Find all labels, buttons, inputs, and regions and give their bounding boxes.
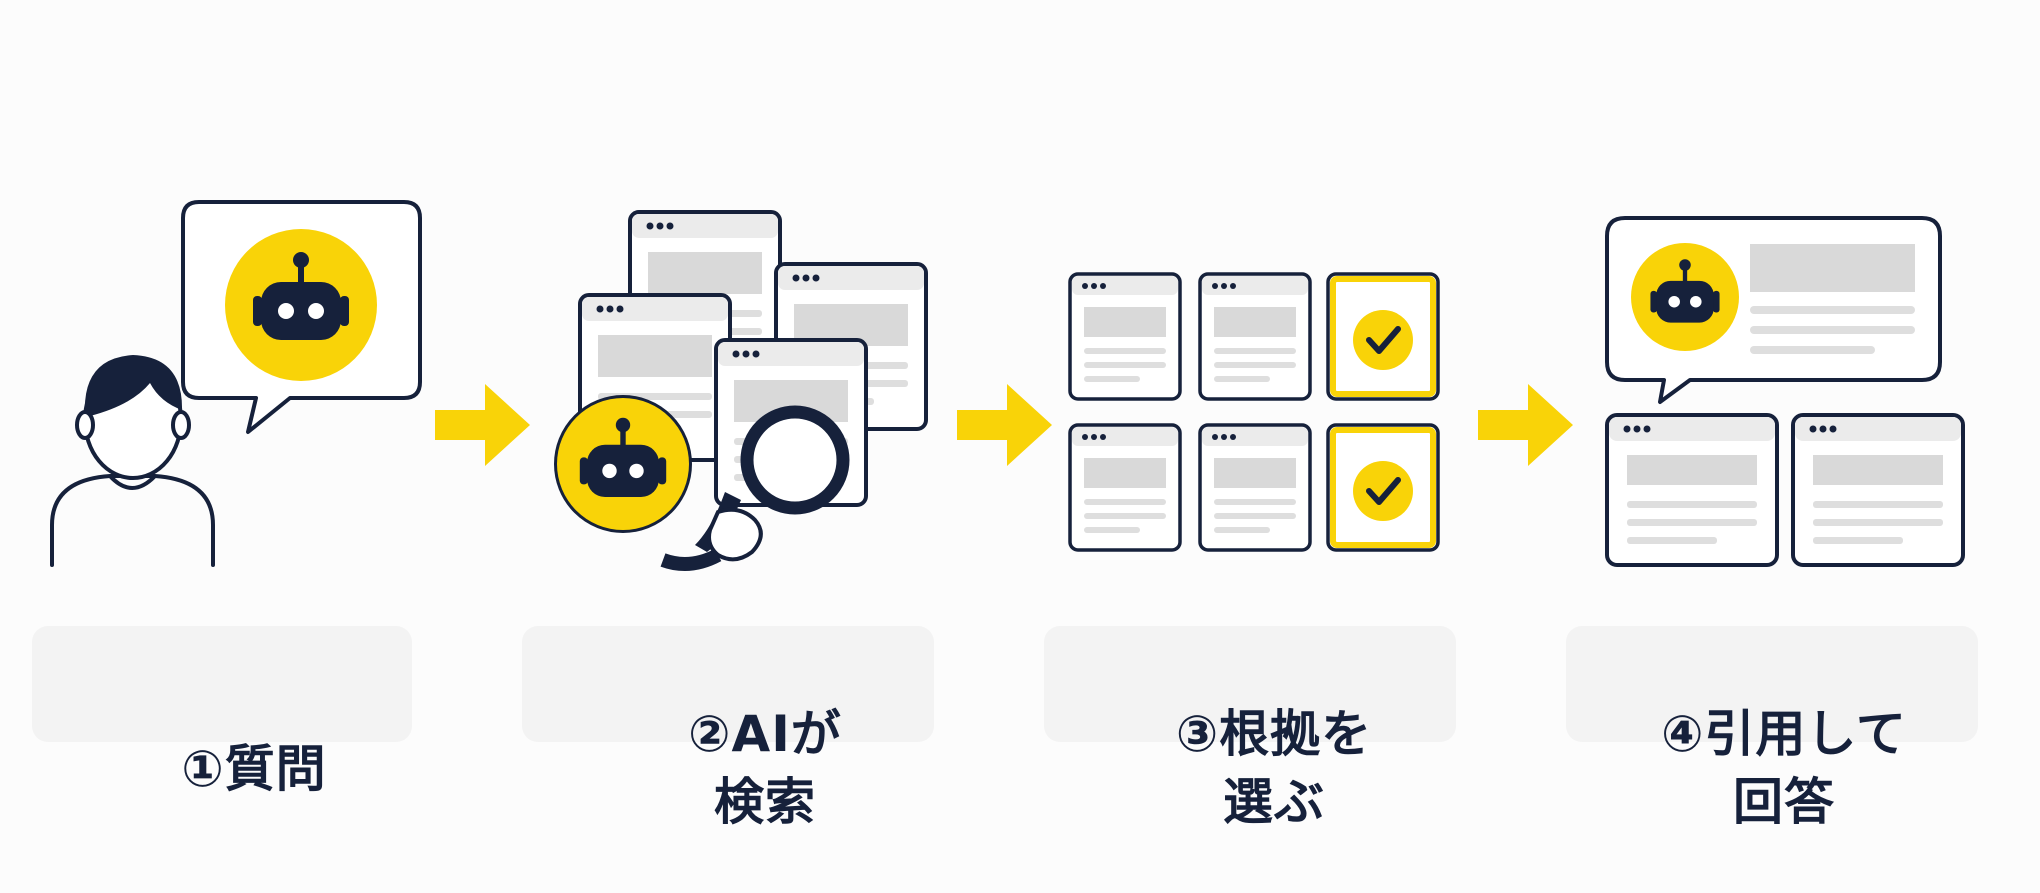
step-2-label-line-1: ②AIが: [688, 705, 842, 763]
step-3-label-line-1: ③根拠を: [1175, 705, 1373, 763]
step-4-placeholder-box: [1566, 626, 1978, 742]
step-2-placeholder-box: [522, 626, 934, 742]
step-1-label-line-1: ①質問: [181, 740, 327, 798]
arrow-right-icon: [435, 384, 530, 466]
step-3-label-line-2: 選ぶ: [1223, 773, 1325, 831]
magnifier-icon: [660, 405, 850, 571]
robot-search-pages-icon: [554, 210, 928, 571]
step-3-placeholder-box: [1044, 626, 1456, 742]
step-1-label: ①質問: [74, 735, 434, 803]
step-1-placeholder-box: [32, 626, 412, 742]
arrow-right-icon: [957, 384, 1052, 466]
person-icon: [50, 355, 215, 567]
step-2-label-line-2: 検索: [714, 773, 816, 831]
select-evidence-cards-icon: [1068, 274, 1438, 550]
step-4-label: ④引用して 回答: [1604, 700, 1964, 836]
user-question-bubble-icon: [50, 200, 422, 567]
step-3-label: ③根拠を 選ぶ: [1094, 700, 1454, 836]
step-4-label-line-2: 回答: [1733, 773, 1835, 831]
arrow-right-icon: [1478, 384, 1573, 466]
step-4-label-line-1: ④引用して: [1661, 705, 1907, 763]
step-2-label: ②AIが 検索: [585, 700, 945, 836]
cited-answer-bubble-icon: [1605, 216, 1965, 567]
